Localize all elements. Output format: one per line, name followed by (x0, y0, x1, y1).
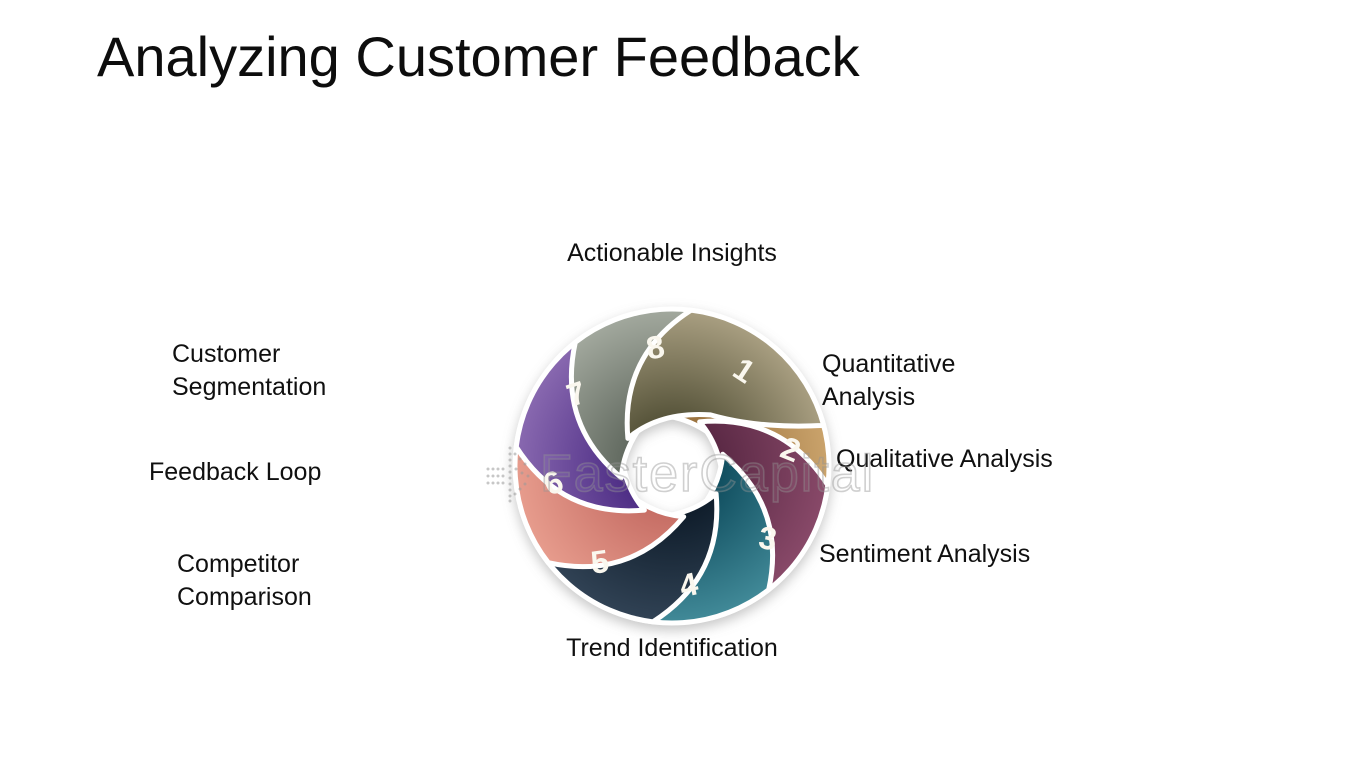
segment-number-3: 3 (756, 519, 779, 557)
label-sentiment-analysis: Sentiment Analysis (819, 540, 1031, 568)
label-quantitative-analysis: Quantitative Analysis (822, 350, 956, 411)
label-trend-identification: Trend Identification (566, 634, 778, 662)
label-feedback-loop: Feedback Loop (149, 458, 322, 486)
segment-number-8: 8 (643, 328, 667, 367)
label-customer-segmentation: Customer Segmentation (172, 340, 327, 401)
label-competitor-comparison: Competitor Comparison (177, 550, 312, 611)
label-qualitative-analysis: Qualitative Analysis (836, 445, 1053, 473)
page-title: Analyzing Customer Feedback (97, 25, 860, 88)
label-actionable-insights: Actionable Insights (567, 239, 777, 267)
blade-1 (624, 307, 827, 441)
segment-number-5: 5 (588, 543, 611, 581)
